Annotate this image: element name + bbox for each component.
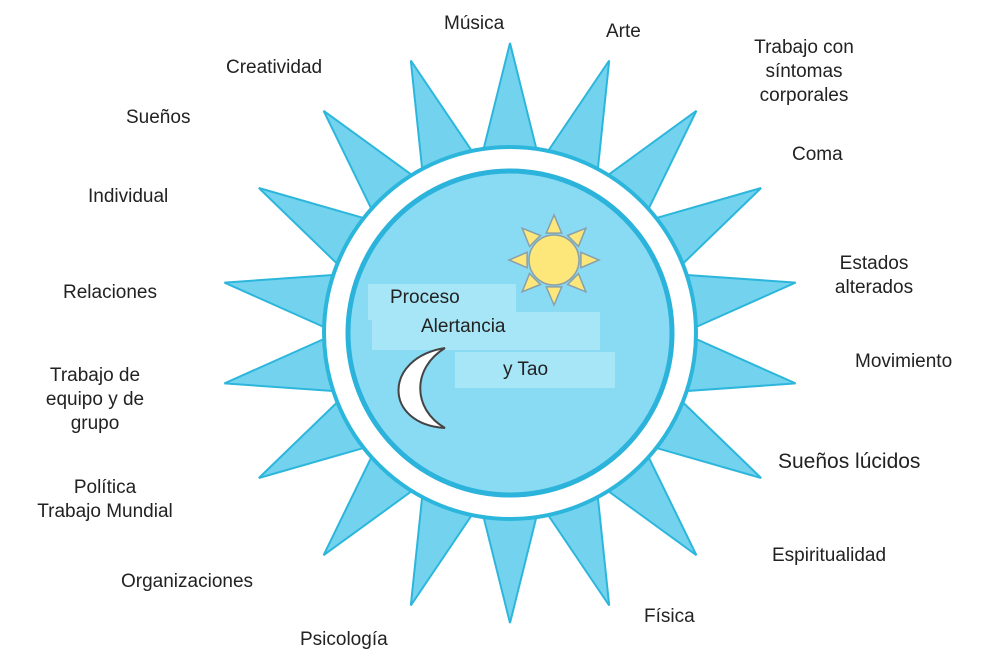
label-suenos-lucidos: Sueños lúcidos	[778, 450, 921, 473]
sun-ray	[479, 42, 541, 161]
crescent-moon-icon	[397, 347, 446, 429]
center-text-proceso: Proceso	[390, 287, 460, 308]
label-coma: Coma	[792, 144, 843, 165]
small-sun-icon	[507, 213, 601, 307]
label-suenos: Sueños	[126, 107, 191, 128]
small-sun-ray	[580, 251, 601, 269]
small-sun-ray	[507, 251, 528, 269]
text-box-alertancia	[372, 312, 600, 350]
sun-ray	[479, 505, 541, 624]
center-text-alertancia: Alertancia	[421, 316, 506, 337]
label-fisica: Física	[644, 606, 695, 627]
label-relaciones: Relaciones	[63, 282, 157, 303]
label-politica-trabajo-mundial: Política Trabajo Mundial	[37, 477, 173, 522]
label-individual: Individual	[88, 186, 169, 207]
label-espiritualidad: Espiritualidad	[772, 545, 887, 566]
small-sun-disk	[528, 234, 580, 286]
label-musica: Música	[444, 13, 505, 34]
center-text-tao: y Tao	[503, 359, 549, 380]
label-movimiento: Movimiento	[855, 351, 953, 372]
label-organizaciones: Organizaciones	[121, 571, 254, 592]
small-sun-ray	[566, 272, 588, 294]
label-estados-alterados: Estados alterados	[834, 253, 914, 298]
label-trabajo-con-sintomas: Trabajo con síntomas corporales	[754, 37, 854, 106]
small-sun-ray	[566, 226, 588, 248]
small-sun-ray	[520, 226, 542, 248]
label-creatividad: Creatividad	[226, 57, 323, 78]
small-sun-ray	[545, 213, 563, 234]
small-sun-ray	[520, 272, 542, 294]
small-sun-ray	[545, 286, 563, 307]
label-trabajo-de-equipo: Trabajo de equipo y de grupo	[45, 365, 145, 434]
label-psicologia: Psicología	[300, 629, 388, 650]
label-arte: Arte	[606, 21, 641, 42]
text-box-tao	[455, 352, 615, 388]
